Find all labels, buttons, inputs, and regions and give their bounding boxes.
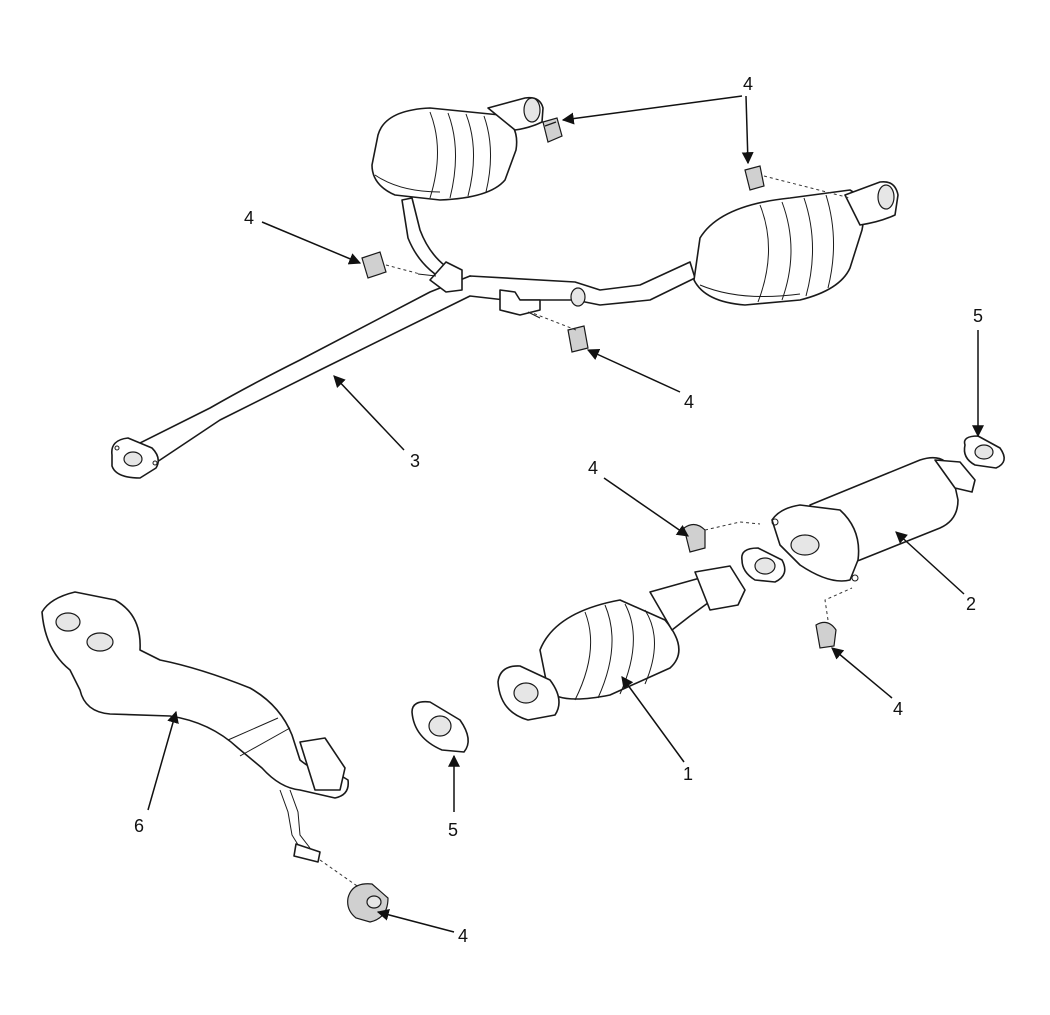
front-pipe [41,591,350,863]
gasket-icon [411,700,469,753]
callout-number: 4 [684,392,694,412]
front-muffler [771,456,976,582]
hanger-icon [347,883,389,923]
callout-number: 4 [244,208,254,228]
hanger-icon [815,621,837,649]
callout-number: 5 [973,306,983,326]
center-pipe-assembly [111,96,899,479]
catalytic-converter [497,565,746,721]
callout-number: 4 [743,74,753,94]
gasket-icon [963,435,1005,469]
hanger-icon [542,117,563,143]
hanger-icon [744,165,765,191]
left-rear-muffler [371,96,544,201]
hanger-icon [567,325,589,353]
gasket-icon [741,547,786,583]
callout-number: 6 [134,816,144,836]
right-rear-muffler [693,180,899,306]
callout-number: 2 [966,594,976,614]
callout-number: 1 [683,764,693,784]
hanger-icon [683,523,706,553]
callout-number: 5 [448,820,458,840]
callout-number: 4 [893,699,903,719]
hanger-icon [361,251,387,279]
callout-number: 4 [458,926,468,946]
callout-number: 3 [410,451,420,471]
callout-number: 4 [588,458,598,478]
center-pipe-front-flange [111,437,160,479]
